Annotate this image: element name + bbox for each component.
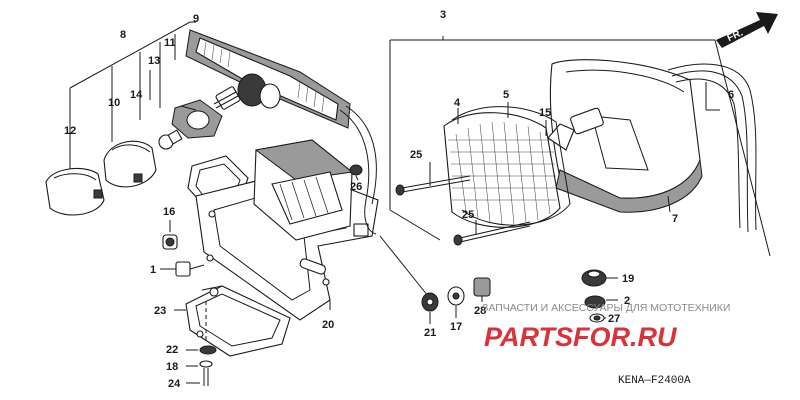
socket-gasket xyxy=(171,99,223,139)
rear-reflector-strip xyxy=(185,29,351,129)
lamp-group-frame xyxy=(389,36,771,257)
callout-6: 6 xyxy=(728,89,734,101)
tail-bulb xyxy=(158,129,183,150)
diagram-code: KENA—F2400A xyxy=(618,375,691,387)
callout-5: 5 xyxy=(503,89,509,101)
leader-21 xyxy=(379,235,429,297)
harness-wire-left-b xyxy=(345,105,377,205)
callout-20: 20 xyxy=(322,319,334,331)
tail-lens xyxy=(103,140,157,188)
callout-21: 21 xyxy=(424,327,436,339)
stop-bulb xyxy=(547,107,604,151)
lens-screw-lower xyxy=(453,221,531,246)
callout-8: 8 xyxy=(120,29,126,41)
callout-11: 11 xyxy=(164,37,176,49)
license-light-box xyxy=(253,139,369,241)
nut-16 xyxy=(162,234,178,250)
watermark-brand-right: FOR.RU xyxy=(573,322,678,352)
callout-15: 15 xyxy=(539,107,551,119)
left-group-leaders xyxy=(69,21,196,170)
lamp-wires xyxy=(667,63,757,233)
callout-7: 7 xyxy=(672,213,678,225)
callout-leaders xyxy=(149,70,671,384)
stop-lamp-lens xyxy=(443,112,561,228)
watermark-brand-left: PARTS xyxy=(484,322,573,352)
callout-14: 14 xyxy=(130,89,143,101)
lower-splash-plate xyxy=(185,285,291,357)
callout-27: 27 xyxy=(608,313,620,325)
callout-24: 24 xyxy=(168,378,181,390)
fastener-stack xyxy=(199,300,217,386)
bulb-socket xyxy=(213,86,241,110)
callout-25-upper: 25 xyxy=(410,149,422,161)
callout-18: 18 xyxy=(166,361,178,373)
cushion-19 xyxy=(581,269,607,287)
callout-25-lower: 25 xyxy=(462,209,474,221)
callout-23: 23 xyxy=(154,305,166,317)
lens-gasket xyxy=(451,106,571,226)
callout-4: 4 xyxy=(454,97,461,109)
callout-9: 9 xyxy=(193,13,199,25)
washer-27 xyxy=(589,313,605,323)
callout-28: 28 xyxy=(474,305,486,317)
watermark-tagline: ЗАПЧАСТИ И АКСЕССУАРЫ ДЛЯ МОТОТЕХНИКИ xyxy=(482,302,730,314)
nut-28 xyxy=(473,277,491,297)
callout-2: 2 xyxy=(624,295,630,307)
bolt-1 xyxy=(160,261,205,277)
rear-lamp-housing xyxy=(549,59,703,213)
nut-21 xyxy=(421,292,439,312)
front-direction-arrow: FR. xyxy=(716,12,778,48)
callout-26: 26 xyxy=(350,181,362,193)
tail-light-housing xyxy=(45,167,105,216)
callout-12: 12 xyxy=(64,125,76,137)
watermark-brand: PARTSFOR.RU xyxy=(484,322,678,352)
callout-labels: 1 2 3 4 5 6 7 8 9 10 11 12 13 14 15 16 1… xyxy=(64,9,734,390)
lens-screw-upper xyxy=(395,175,471,196)
callout-19: 19 xyxy=(622,273,634,285)
collar-2 xyxy=(584,295,606,309)
harness-wire-left xyxy=(339,109,377,235)
callout-10: 10 xyxy=(108,97,120,109)
callout-3: 3 xyxy=(440,9,446,21)
washer-17 xyxy=(447,286,465,306)
callout-17: 17 xyxy=(450,321,462,333)
watermark: ЗАПЧАСТИ И АКСЕССУАРЫ ДЛЯ МОТОТЕХНИКИ PA… xyxy=(482,302,730,352)
wire-grommet xyxy=(349,164,363,176)
callout-22: 22 xyxy=(166,344,178,356)
callout-16: 16 xyxy=(163,206,175,218)
callout-1: 1 xyxy=(150,264,156,276)
callout-13: 13 xyxy=(148,55,160,67)
